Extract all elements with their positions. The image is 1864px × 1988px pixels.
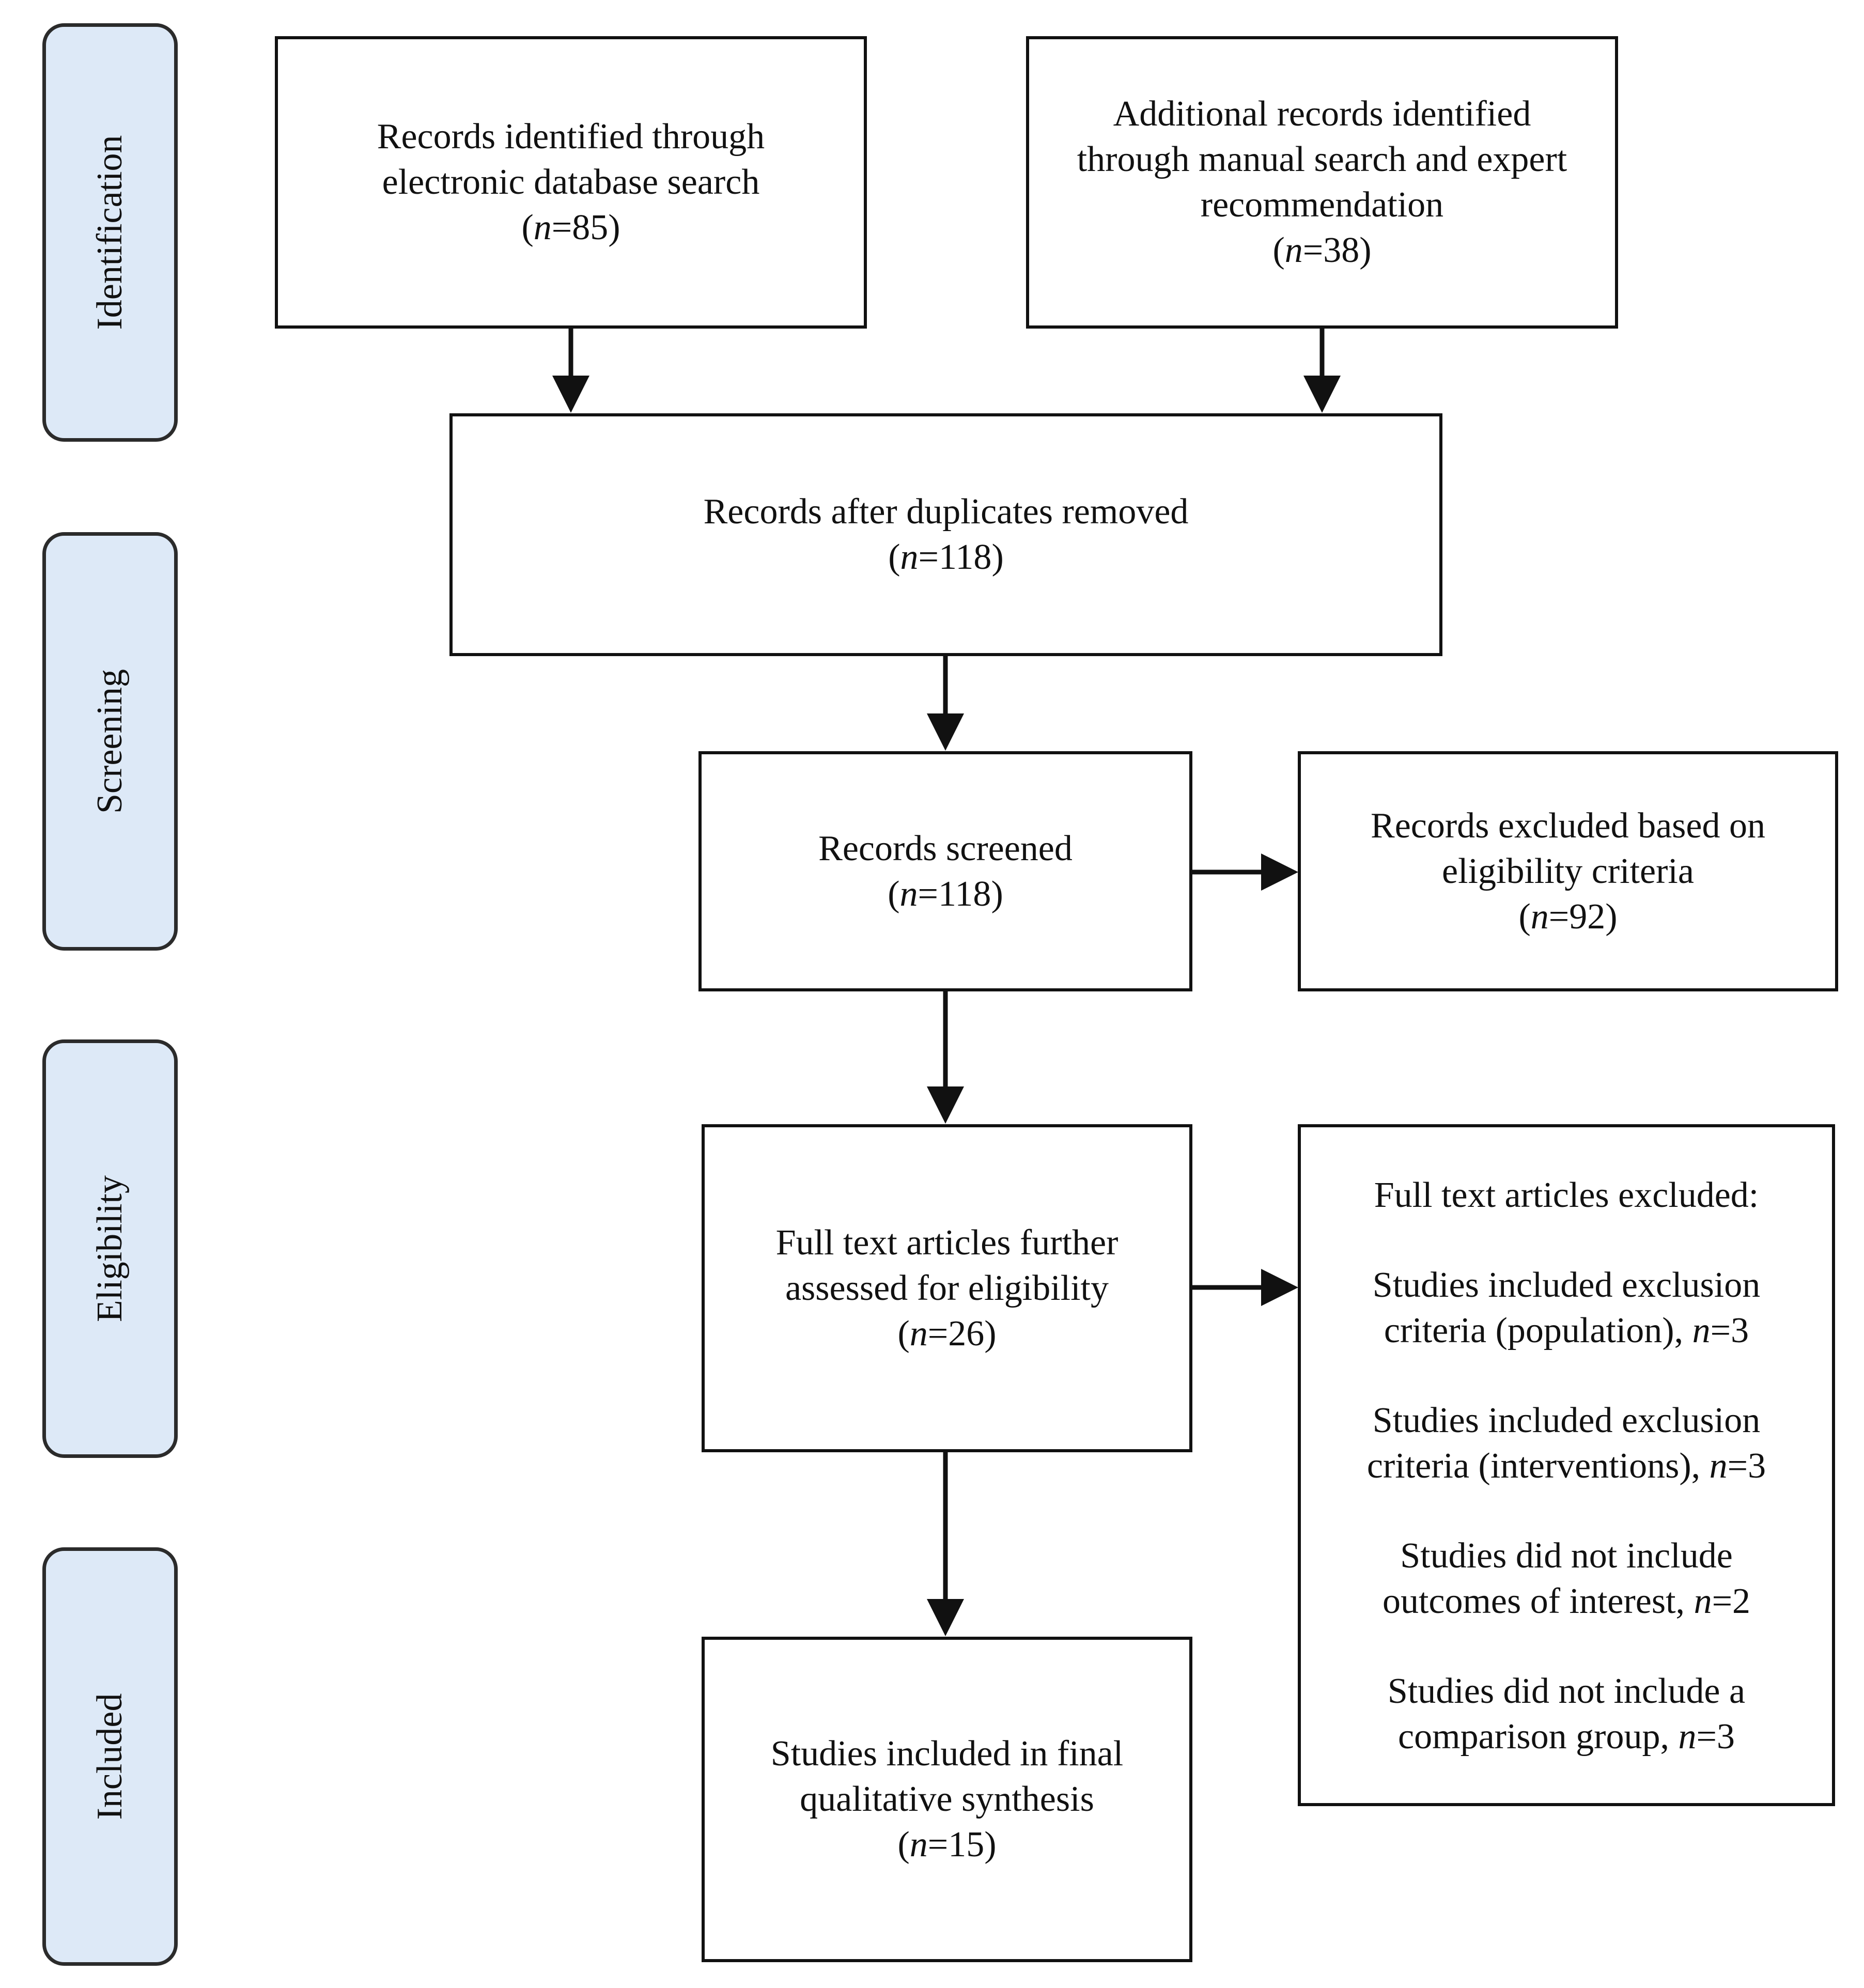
manual-search-count: (n=38) <box>1272 230 1372 270</box>
phase-eligibility: Eligibility <box>42 1039 178 1458</box>
phase-screening: Screening <box>42 532 178 951</box>
full-text-assessed-box: Full text articles further assessed for … <box>702 1124 1192 1452</box>
database-search-line-1: Records identified through <box>377 117 765 157</box>
duplicates-removed-line-1: Records after duplicates removed <box>703 492 1189 532</box>
records-screened-line-1: Records screened <box>818 828 1073 868</box>
manual-search-box: Additional records identified through ma… <box>1026 36 1618 329</box>
full-text-assessed-line-2: assessed for eligibility <box>785 1268 1109 1308</box>
exclusion-reason-4-line-1: Studies did not include a <box>1387 1671 1746 1711</box>
studies-included-box: Studies included in final qualitative sy… <box>702 1637 1192 1962</box>
full-text-excluded-title: Full text articles excluded: <box>1374 1175 1759 1215</box>
full-text-assessed-count: (n=26) <box>897 1313 997 1354</box>
exclusion-reason-3-line-2: outcomes of interest, n=2 <box>1382 1581 1751 1621</box>
manual-search-line-3: recommendation <box>1200 185 1444 225</box>
studies-included-line-2: qualitative synthesis <box>800 1779 1094 1819</box>
database-search-box: Records identified through electronic da… <box>275 36 867 329</box>
records-excluded-line-2: eligibility criteria <box>1442 851 1694 891</box>
full-text-excluded-box: Full text articles excluded: Studies inc… <box>1298 1124 1835 1806</box>
manual-search-line-1: Additional records identified <box>1113 94 1531 134</box>
exclusion-reason-1-line-1: Studies included exclusion <box>1372 1265 1761 1305</box>
exclusion-reason-1-line-2: criteria (population), n=3 <box>1384 1311 1749 1350</box>
records-screened-box: Records screened (n=118) <box>698 751 1192 991</box>
phase-identification: Identification <box>42 23 178 442</box>
database-search-count: (n=85) <box>521 208 620 247</box>
full-text-assessed-line-1: Full text articles further <box>775 1222 1119 1263</box>
phase-included: Included <box>42 1547 178 1966</box>
records-excluded-count: (n=92) <box>1518 896 1618 937</box>
studies-included-count: (n=15) <box>897 1825 997 1865</box>
database-search-line-2: electronic database search <box>382 162 760 202</box>
duplicates-removed-count: (n=118) <box>888 537 1004 577</box>
exclusion-reason-2-line-2: criteria (interventions), n=3 <box>1366 1446 1766 1486</box>
records-screened-count: (n=118) <box>888 874 1003 914</box>
exclusion-reason-3-line-1: Studies did not include <box>1400 1536 1733 1576</box>
exclusion-reason-4-line-2: comparison group, n=3 <box>1398 1717 1735 1757</box>
records-excluded-box: Records excluded based on eligibility cr… <box>1298 751 1838 991</box>
studies-included-line-1: Studies included in final <box>770 1734 1124 1774</box>
duplicates-removed-box: Records after duplicates removed (n=118) <box>449 413 1442 656</box>
exclusion-reason-2-line-1: Studies included exclusion <box>1372 1401 1761 1440</box>
records-excluded-line-1: Records excluded based on <box>1371 805 1765 846</box>
manual-search-line-2: through manual search and expert <box>1077 139 1567 179</box>
